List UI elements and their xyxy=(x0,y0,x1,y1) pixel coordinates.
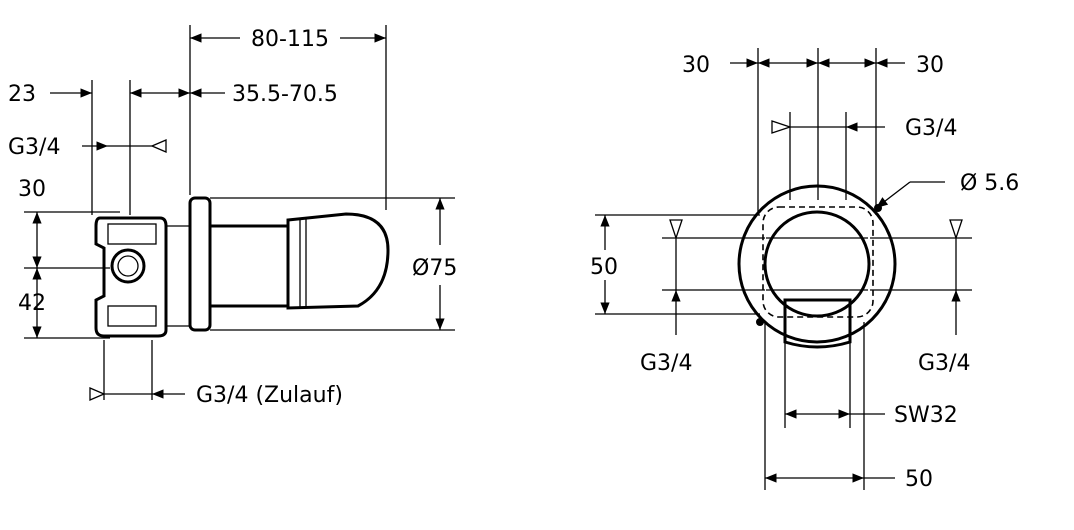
valve-body xyxy=(94,216,190,338)
outlet-elbow xyxy=(286,212,390,310)
dim-bottom-label: 50 xyxy=(905,467,933,492)
thread-top-label: G3/4 xyxy=(905,116,957,141)
dim-top-right-label: 30 xyxy=(916,53,944,78)
dim-overall-label: 80-115 xyxy=(251,27,329,52)
dim-top-left-label: 30 xyxy=(682,53,710,78)
front-view: 30 30 G3/4 Ø 5.6 50 xyxy=(590,48,1019,492)
valve-front xyxy=(737,184,897,349)
thread-top-label: G3/4 xyxy=(8,135,60,160)
side-view: 80-115 23 35.5-70.5 G3/4 30 42 xyxy=(8,25,457,408)
thread-left-label: G3/4 xyxy=(640,351,692,376)
wrench-size-label: SW32 xyxy=(894,403,958,428)
diameter-label: Ø75 xyxy=(412,256,457,281)
thread-marker-icon xyxy=(669,219,683,241)
thread-right-label: G3/4 xyxy=(918,351,970,376)
leader-line xyxy=(875,181,911,209)
hole-diameter-label: Ø 5.6 xyxy=(960,171,1019,196)
thread-marker-icon xyxy=(949,219,963,241)
dim-right-label: 35.5-70.5 xyxy=(232,82,338,107)
dim-height-label: 50 xyxy=(590,255,618,280)
dim-lower-label: 42 xyxy=(18,291,46,316)
shaft xyxy=(208,224,290,308)
rosette xyxy=(188,196,212,332)
thread-marker-icon xyxy=(771,120,793,134)
hole-icon xyxy=(756,318,764,326)
thread-inlet-label: G3/4 (Zulauf) xyxy=(196,383,343,408)
hole-icon xyxy=(874,204,882,212)
thread-marker-icon xyxy=(89,387,106,401)
thread-marker-icon xyxy=(150,139,167,153)
dim-left-label: 23 xyxy=(8,82,36,107)
dim-upper-label: 30 xyxy=(18,177,46,202)
